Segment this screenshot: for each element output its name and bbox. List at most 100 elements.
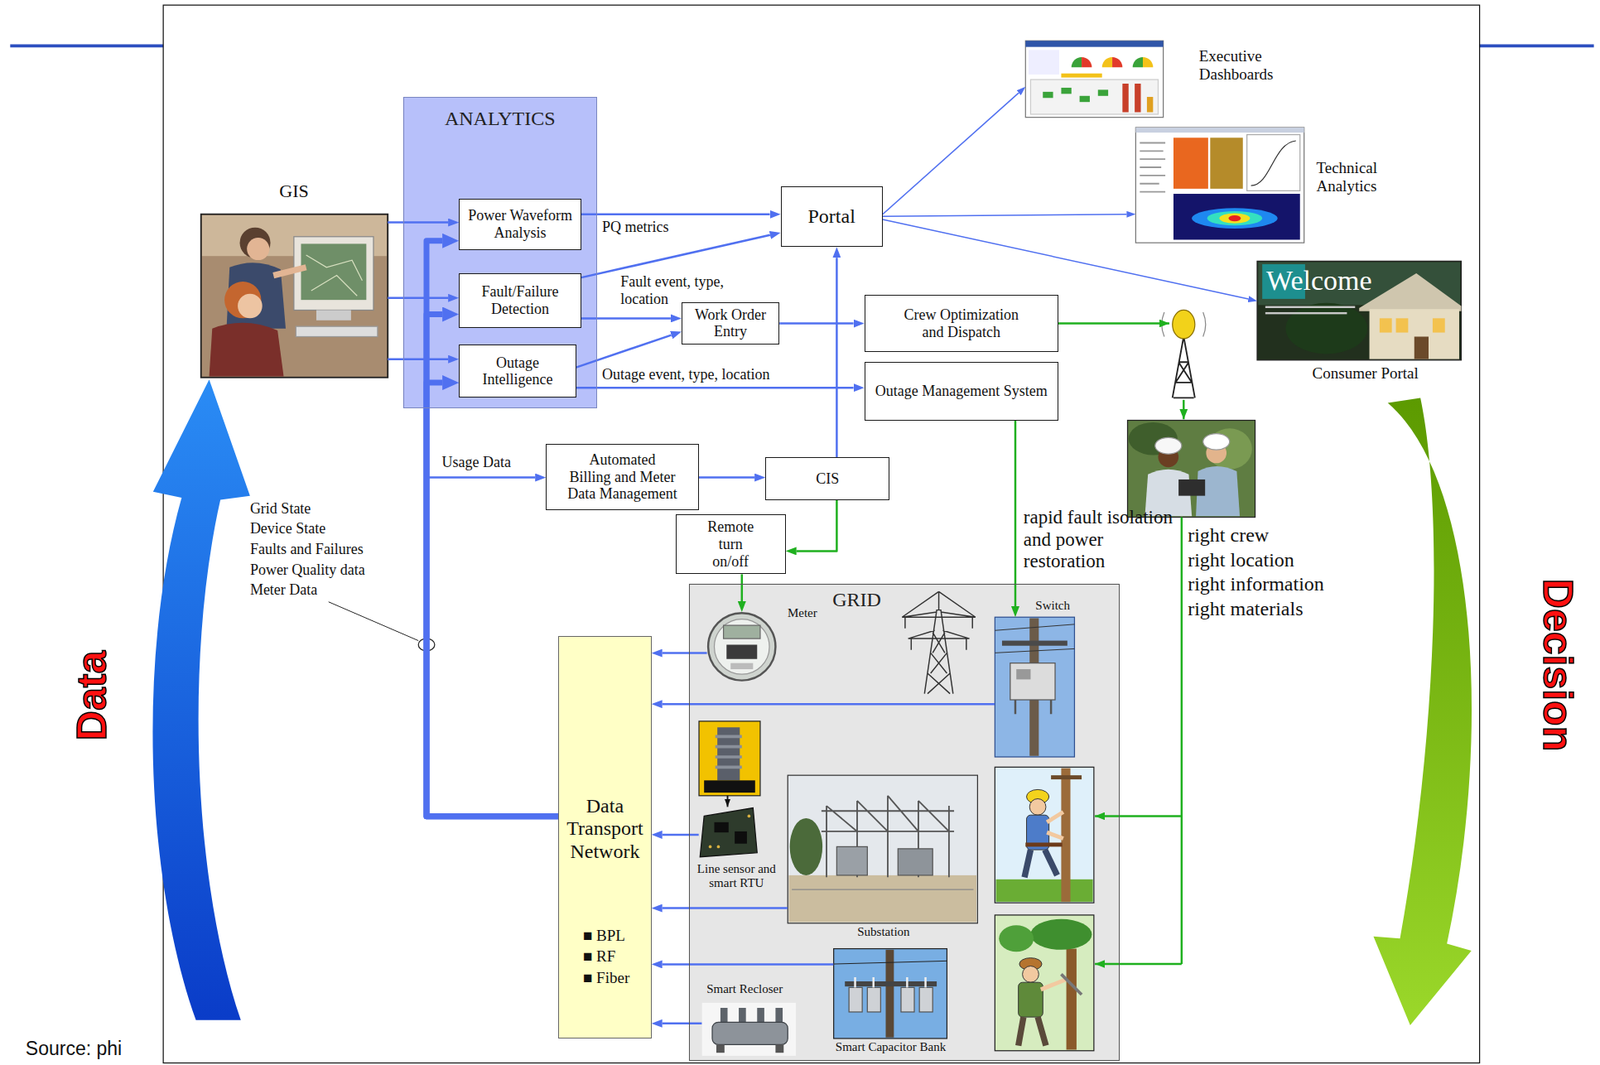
capacitor-bank-photo: [833, 949, 948, 1039]
device-node: Substation: [787, 775, 978, 924]
gis-photo: [306, 255, 363, 296]
line-sensor-picture: [727, 795, 729, 808]
node-label: Smart Recloser: [706, 982, 783, 997]
analytics-screenshot: [1251, 140, 1297, 186]
line-sensor-picture: [717, 845, 721, 849]
node-label: ■ BPL: [583, 926, 626, 945]
tree-trimmer-cartoon: [1030, 919, 1092, 950]
dashboard-screenshot: [1081, 57, 1092, 68]
device-node: Switch: [994, 616, 1075, 757]
analytics-screenshot: [1139, 142, 1166, 192]
annotation: Source: phi: [25, 1037, 122, 1060]
tree-trimmer-cartoon: [998, 925, 1034, 952]
dashboard-screenshot: [1132, 57, 1143, 68]
process-box: Portal: [780, 186, 883, 247]
consumer-portal-screenshot: [1396, 318, 1409, 333]
consumer-portal-screenshot: [1286, 303, 1369, 355]
annotation: right information: [1187, 573, 1325, 597]
annotation: Meter Data: [250, 581, 318, 599]
dashboard-screenshot: [1025, 40, 1163, 117]
node-label: Remote turn on/off: [698, 518, 763, 570]
dashboard-screenshot: [1134, 83, 1141, 112]
node-label: Switch: [1035, 598, 1070, 613]
annotation: Welcome: [1266, 264, 1373, 297]
consumer-portal-screenshot: [1257, 260, 1461, 360]
dispatch-wire: [1182, 400, 1185, 420]
connector: [1014, 420, 1017, 607]
switch-photo: [994, 616, 1075, 757]
substation-photo: [790, 818, 823, 876]
crew-photo: [1178, 479, 1205, 497]
consumer-portal-screenshot: [1432, 318, 1446, 333]
tree-trimmer-cartoon: [1060, 973, 1082, 995]
connector: [387, 221, 449, 224]
connector: [662, 703, 995, 706]
recloser-photo: [716, 1044, 725, 1053]
connector: [796, 500, 838, 552]
process-box: Fault/Failure Detection: [458, 273, 582, 329]
crew-photo: [1127, 420, 1256, 518]
lineman-cartoon: [1029, 799, 1046, 816]
connector: [581, 235, 771, 278]
tree-trimmer-cartoon: [1022, 966, 1040, 984]
dashboard-screenshot: [1122, 83, 1128, 112]
annotation: right materials: [1187, 597, 1303, 622]
analytics-screenshot: [1173, 193, 1301, 240]
connector: [662, 906, 788, 910]
screenshot-node: Executive Dashboards: [1025, 40, 1163, 117]
connector: [698, 476, 755, 479]
connector: [576, 386, 854, 390]
gis-photo: [273, 267, 306, 276]
line-sensor-picture: [714, 822, 729, 833]
recloser-photo: [775, 1007, 783, 1023]
analytics-screenshot: [1207, 211, 1263, 226]
dashboard-screenshot: [1142, 57, 1153, 68]
dispatch-wire: [1180, 517, 1183, 965]
switch-photo: [1002, 640, 1068, 646]
lineman-cartoon: [994, 766, 1094, 903]
switch-photo: [1015, 699, 1051, 714]
analytics-screenshot: [1135, 127, 1304, 133]
gis-photo: [201, 214, 388, 378]
tree-trimmer-cartoon: [1018, 1016, 1046, 1046]
main-panel: [163, 4, 1480, 1063]
lineman-cartoon: [1060, 768, 1070, 902]
analytics-screenshot: [1135, 127, 1304, 243]
consumer-portal-screenshot: [1265, 312, 1348, 314]
crew-photo: [1127, 420, 1256, 518]
lineman-cartoon: [994, 766, 1094, 903]
group-box: GRIDMeterSwitchLine sensor and smart RTU…: [689, 583, 1120, 1062]
dashboard-screenshot: [1060, 73, 1102, 78]
gis-photo: [209, 322, 285, 377]
dashboard-screenshot: [1028, 49, 1060, 75]
connector: [426, 382, 559, 817]
node-label: Outage Intelligence: [464, 354, 571, 389]
line-sensor-picture: [708, 845, 713, 849]
capacitor-bank-photo: [848, 987, 863, 1013]
node-label: CIS: [815, 470, 839, 488]
consumer-portal-screenshot: [1359, 273, 1461, 312]
node-label: Smart Capacitor Bank: [835, 1040, 946, 1055]
connector: [882, 214, 1128, 217]
analytics-screenshot: [1209, 137, 1243, 189]
edge-label: Fault event, type, location: [620, 273, 748, 308]
line-sensor-picture: [734, 831, 747, 844]
consumer-portal-screenshot: [1257, 260, 1461, 360]
node-label: Outage Management System: [875, 382, 1048, 400]
process-box: Automated Billing and Meter Data Managem…: [545, 443, 699, 511]
data-callout: [328, 602, 435, 651]
crew-photo: [1155, 437, 1182, 454]
recloser-photo: [702, 1002, 796, 1056]
dashboard-screenshot: [1025, 40, 1163, 117]
dispatch-wire: [1058, 322, 1170, 324]
connector: [581, 213, 771, 217]
annotation: right crew: [1187, 524, 1269, 548]
decision-flow-arrow: [1373, 397, 1472, 1026]
dashboard-screenshot: [1112, 57, 1123, 68]
recloser-photo: [720, 1007, 728, 1023]
node-label: ■ Fiber: [583, 968, 630, 988]
recloser-photo: [712, 1021, 788, 1045]
edge-label: PQ metrics: [602, 218, 670, 237]
node-label: Technical Analytics: [1315, 159, 1413, 196]
node-label: Data Transport Network: [562, 795, 647, 864]
